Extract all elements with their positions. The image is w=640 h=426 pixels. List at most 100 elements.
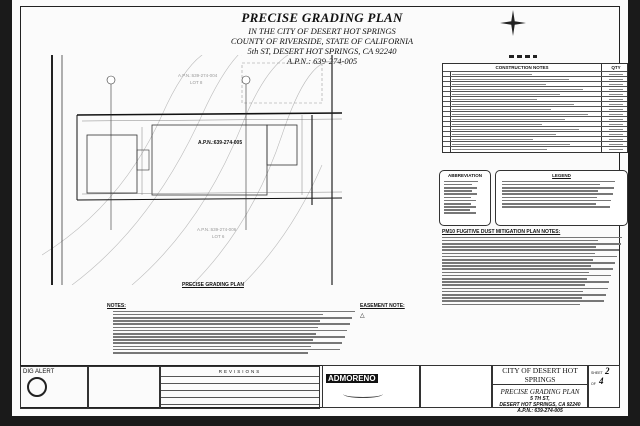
text-line — [442, 262, 615, 264]
text-line — [444, 202, 471, 205]
text-line — [444, 196, 472, 199]
legend-box: LEGEND — [495, 170, 628, 226]
text-line — [442, 265, 591, 267]
construction-note-row — [443, 81, 627, 86]
text-line — [442, 293, 606, 296]
plan-caption: PRECISE GRADING PLAN — [182, 282, 244, 288]
text-line — [113, 336, 345, 338]
county-line: COUNTY OF RIVERSIDE, STATE OF CALIFORNIA — [230, 36, 414, 46]
approval-box — [420, 365, 492, 408]
construction-notes-title: CONSTRUCTION NOTES — [495, 65, 549, 70]
construction-note-row — [443, 111, 627, 116]
text-line — [442, 242, 621, 245]
text-line — [113, 316, 353, 319]
pm10-text — [442, 236, 628, 306]
text-line — [442, 274, 612, 277]
text-line — [442, 284, 586, 286]
qty-header: QTY — [611, 65, 621, 70]
scale-bar — [509, 55, 537, 58]
text-line — [442, 290, 584, 293]
text-line — [502, 202, 596, 205]
text-line — [442, 268, 614, 271]
general-notes: NOTES: — [107, 303, 357, 355]
text-line — [442, 258, 593, 261]
text-line — [444, 180, 478, 183]
text-line — [113, 313, 323, 316]
construction-note-row — [443, 126, 627, 131]
apn-south-label: A.P.N.:639-274-006 — [197, 227, 237, 232]
construction-note-row — [443, 116, 627, 121]
text-line — [442, 281, 610, 283]
easement-note: EASEMENT NOTE: △ — [360, 303, 430, 319]
construction-note-row — [443, 106, 627, 111]
total-sheets: 4 — [599, 376, 604, 386]
construction-note-row — [443, 71, 627, 76]
construction-note-row — [443, 131, 627, 136]
lot-south-label: LOT 6 — [212, 234, 225, 239]
notes-title: NOTES: — [107, 303, 126, 309]
text-line — [113, 339, 314, 341]
text-line — [442, 278, 588, 280]
construction-note-row — [443, 136, 627, 141]
site-plan-drawing — [42, 55, 342, 285]
text-line — [113, 323, 350, 325]
text-line — [502, 193, 613, 195]
text-line — [113, 320, 321, 322]
text-line — [502, 196, 598, 199]
page-title: PRECISE GRADING PLAN — [241, 10, 403, 25]
text-line — [113, 348, 340, 351]
text-line — [113, 352, 309, 354]
company-box: ADMORENO — [322, 365, 420, 408]
of-label: OF — [591, 382, 596, 386]
text-line — [442, 287, 608, 290]
project-title-block: ADMORENO CITY OF DESERT HOT SPRINGS PREC… — [322, 365, 620, 414]
legend-entries — [496, 178, 627, 210]
sheet-number-box: SHEET 2 OF 4 — [588, 365, 620, 408]
text-line — [113, 332, 316, 335]
text-line — [502, 186, 614, 189]
apn-line: A.P.N.: 639-274-005 — [286, 56, 358, 66]
apn: A.P.N.: 639-274-005 — [517, 408, 563, 414]
text-line — [444, 206, 476, 208]
text-line — [442, 271, 589, 274]
pm10-notes: PM10 FUGITIVE DUST MITIGATION PLAN NOTES… — [442, 229, 628, 307]
revisions-table: REVISIONS — [160, 366, 320, 409]
text-line — [442, 249, 619, 251]
construction-note-row — [443, 96, 627, 101]
street: 5 TH ST, — [530, 396, 550, 402]
dig-alert-logo — [27, 377, 47, 397]
plan-name: PRECISE GRADING PLAN — [500, 388, 580, 396]
title-block: DIG ALERT REVISIONS — [20, 365, 620, 409]
text-line — [113, 329, 348, 332]
text-line — [113, 310, 355, 313]
text-line — [442, 303, 580, 306]
abbreviation-box: ABBREVIATION — [439, 170, 491, 226]
text-line — [444, 190, 472, 192]
construction-note-row — [443, 121, 627, 126]
text-line — [502, 190, 599, 192]
text-line — [444, 212, 476, 215]
text-line — [442, 246, 597, 248]
revisions-label: REVISIONS — [218, 369, 262, 374]
apn-north-label: A.P.N.:639-274-004 — [178, 73, 218, 78]
text-line — [502, 206, 611, 208]
text-line — [442, 300, 604, 302]
text-line — [113, 342, 343, 345]
north-arrow-icon — [500, 10, 526, 36]
text-line — [444, 209, 471, 211]
dig-alert-label: DIG ALERT — [23, 369, 55, 375]
address-line: 5th ST, DESERT HOT SPRINGS, CA 92240 — [247, 46, 397, 56]
easement-title: EASEMENT NOTE: — [360, 303, 405, 309]
abbreviation-list — [440, 178, 490, 217]
city-line: IN THE CITY OF DESERT HOT SPRINGS — [248, 26, 396, 36]
lot-north-label: LOT 8 — [190, 80, 203, 85]
text-line — [444, 199, 477, 202]
text-line — [442, 255, 617, 258]
text-line — [442, 297, 582, 299]
legend-title: LEGEND — [552, 173, 571, 178]
text-line — [502, 183, 600, 186]
text-line — [502, 199, 612, 202]
signature — [343, 390, 383, 398]
text-line — [442, 252, 595, 255]
abbreviation-title: ABBREVIATION — [448, 173, 482, 178]
